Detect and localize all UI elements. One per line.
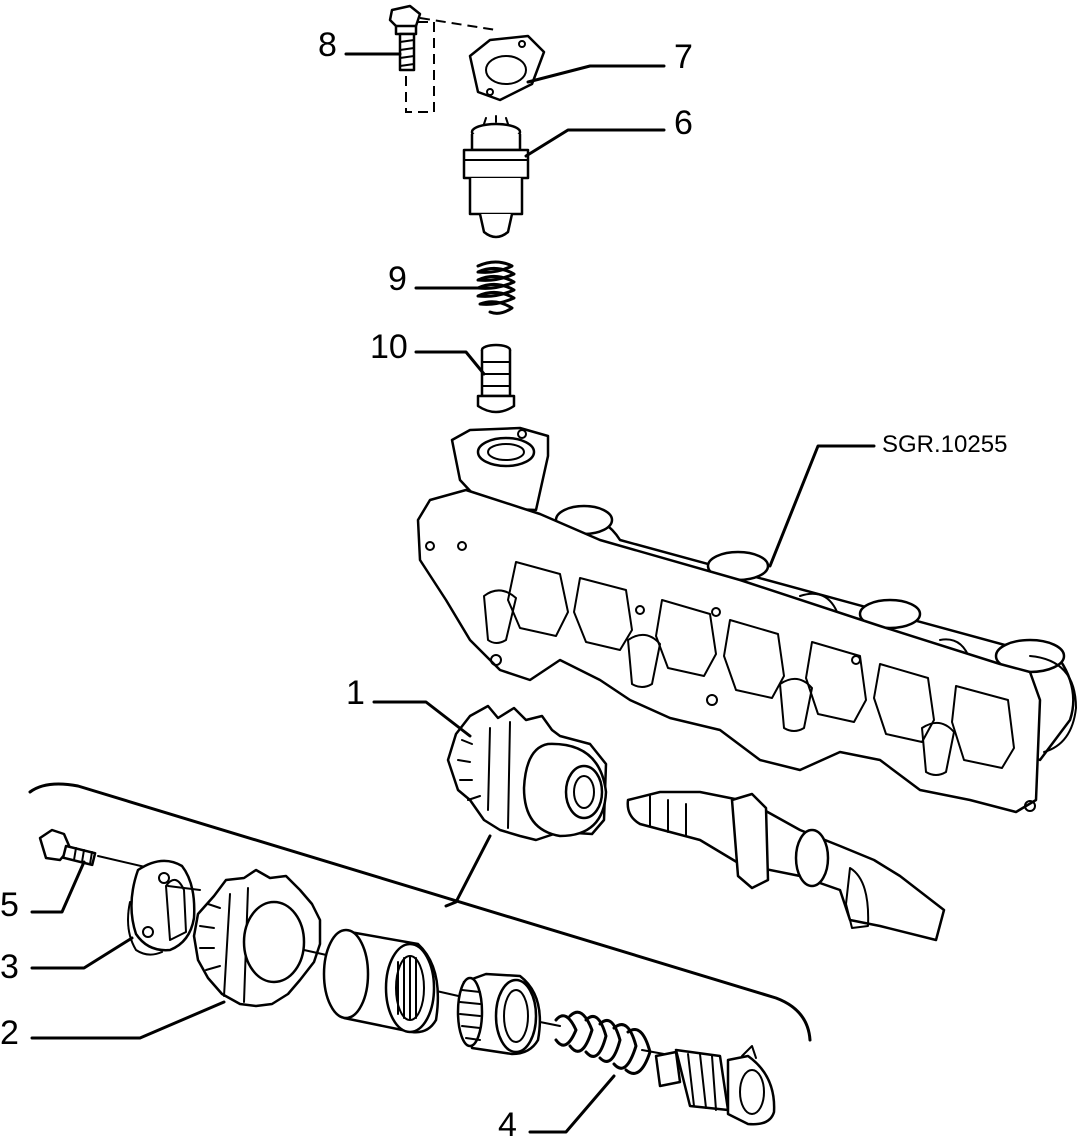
part-6-sensor[interactable] [462, 115, 530, 239]
callout-8: 8 [318, 26, 337, 64]
callout-7: 7 [674, 38, 693, 76]
assembly-axis [303, 949, 665, 1055]
bearing-sleeve[interactable] [322, 928, 440, 1034]
part-3-retainer[interactable] [127, 859, 196, 956]
leader-10 [414, 350, 486, 376]
leader-7 [526, 64, 666, 84]
leader-4 [528, 1074, 616, 1134]
callout-3: 3 [0, 948, 19, 986]
subassembly-leader-1 [444, 834, 492, 908]
callout-6: 6 [674, 104, 693, 142]
part-1-sprocket-assembly[interactable] [446, 704, 608, 842]
part-5-bolt[interactable] [38, 828, 159, 871]
callout-2: 2 [0, 1014, 19, 1052]
leader-6 [524, 128, 666, 158]
leader-5 [30, 860, 86, 914]
part-10-plunger[interactable] [476, 343, 516, 414]
clutch-ring[interactable] [456, 972, 542, 1056]
splined-shaft-end[interactable] [654, 1045, 776, 1126]
intake-manifold[interactable] [416, 426, 1077, 814]
reference-code: SGR.10255 [882, 431, 1007, 458]
part-8-bolt[interactable] [388, 4, 497, 113]
callout-5: 5 [0, 886, 19, 924]
callout-9: 9 [388, 260, 407, 298]
camshaft[interactable] [626, 790, 946, 942]
leader-1 [372, 700, 472, 738]
subassembly-outline [28, 782, 812, 1042]
part-7-gasket[interactable] [468, 34, 546, 102]
leader-2 [30, 1000, 226, 1040]
leader-3 [30, 936, 134, 970]
callout-1: 1 [346, 674, 365, 712]
leader-ref [768, 444, 876, 568]
callout-4: 4 [498, 1106, 517, 1139]
callout-10: 10 [370, 328, 408, 366]
part-2-sprocket[interactable] [167, 868, 322, 1008]
part-4-spring[interactable] [554, 1010, 652, 1075]
